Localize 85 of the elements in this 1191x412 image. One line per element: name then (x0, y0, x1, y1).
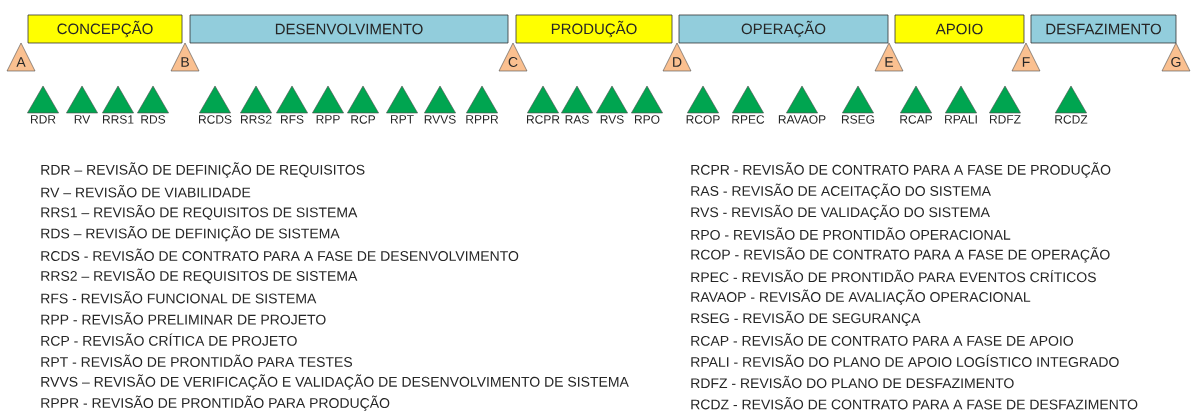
definition-line: RPPR - REVISÃO DE PRONTIDÃO PARA PRODUÇÃO (41, 395, 390, 411)
definition-line: RRS1 – REVISÃO DE REQUISITOS DE SISTEMA (41, 204, 358, 220)
review-triangle (27, 85, 59, 114)
definition-line: RCDS - REVISÃO DE CONTRATO PARA A FASE DE DESENVOLVIMENTO (41, 248, 519, 261)
definition-line: RCDZ - REVISÃO DE CONTRATO PARA A FASE DE DESFAZIMENTO (691, 396, 1138, 410)
review-code: RPALI (945, 115, 977, 124)
milestone-triangle: A (6, 42, 36, 72)
review-triangle (596, 85, 628, 114)
review-code: RV (74, 115, 91, 124)
definition-line: RCAP - REVISÃO DE CONTRATO PARA A FASE DE APOIO (691, 333, 1074, 346)
review-triangle (199, 85, 231, 114)
review-triangle (687, 85, 719, 114)
definition-line: RPP - REVISÃO PRELIMINAR DE PROJETO (41, 312, 326, 325)
review-triangle (732, 85, 764, 114)
review-triangle (1055, 85, 1087, 114)
review-code: RSEG (842, 115, 875, 124)
review-code: RPT (391, 115, 414, 124)
review-code: RAVAOP (778, 115, 826, 124)
phase-box: CONCEPÇÃO (27, 14, 183, 44)
review-code: RCDS (199, 115, 232, 124)
review-code: RPEC (732, 115, 765, 124)
definition-line: RV – REVISÃO DE VIABILIDADE (41, 185, 251, 198)
review-triangle (347, 85, 379, 114)
review-triangle (945, 85, 977, 114)
definition-line: RDS – REVISÃO DE DEFINIÇÃO DE SISTEMA (41, 225, 340, 242)
definition-line: RCPR - REVISÃO DE CONTRATO PARA A FASE DE PRODUÇÃO (691, 162, 1111, 178)
review-code: RAS (565, 115, 589, 124)
milestone-triangle: G (1161, 42, 1191, 72)
milestone-triangle: F (1011, 42, 1041, 72)
review-triangle (631, 85, 663, 114)
review-code: RRS2 (241, 115, 272, 124)
definition-line: RPEC - REVISÃO DE PRONTIDÃO PARA EVENTOS CRÍTICOS (691, 269, 1096, 283)
review-triangle (561, 85, 593, 114)
definition-line: RAS - REVISÃO DE ACEITAÇÃO DO SISTEMA (691, 183, 991, 199)
review-triangle (312, 85, 344, 114)
milestone-triangle: B (170, 42, 200, 72)
review-code: RCDZ (1055, 115, 1088, 124)
milestone-triangle: E (874, 42, 904, 72)
review-triangle (240, 85, 272, 114)
phase-box: APOIO (894, 14, 1025, 44)
definition-line: RCP - REVISÃO CRÍTICA DE PROJETO (41, 333, 297, 346)
review-triangle (424, 85, 456, 114)
review-triangle (842, 85, 874, 114)
milestone-triangle: C (498, 42, 528, 72)
review-triangle (276, 85, 308, 114)
definition-line: RDFZ - REVISÃO DO PLANO DE DESFAZIMENTO (691, 375, 1014, 389)
review-triangle (386, 85, 418, 114)
review-triangle (900, 85, 932, 114)
definition-line: RRS2 – REVISÃO DE REQUISITOS DE SISTEMA (41, 268, 358, 284)
review-code: RCAP (900, 115, 933, 124)
review-triangle (102, 85, 134, 114)
phase-box: PRODUÇÃO (515, 14, 673, 44)
definition-line: RVVS – REVISÃO DE VERIFICAÇÃO E VALIDAÇÃO DE DESENVOLVIMENTO DE SISTEMA (41, 374, 629, 390)
definition-line: RPALI - REVISÃO DO PLANO DE APOIO LOGÍSTICO INTEGRADO (691, 354, 1119, 367)
review-code: RVVS (424, 115, 456, 124)
review-triangle (527, 85, 559, 114)
review-code: RCP (351, 115, 376, 124)
review-code: RDR (31, 115, 56, 124)
definition-line: RFS - REVISÃO FUNCIONAL DE SISTEMA (41, 290, 317, 304)
definition-line: RPT - REVISÃO DE PRONTIDÃO PARA TESTES (41, 354, 353, 367)
phase-box: DESENVOLVIMENTO (189, 14, 509, 44)
definition-line: RCOP - REVISÃO DE CONTRATO PARA A FASE DE OPERAÇÃO (691, 247, 1110, 263)
review-triangle (989, 85, 1021, 114)
definition-line: RVS - REVISÃO DE VALIDAÇÃO DO SISTEMA (691, 204, 990, 220)
review-code: RPO (635, 115, 660, 124)
review-code: RCOP (686, 115, 720, 124)
review-code: RPPR (466, 115, 499, 124)
review-code: RDFZ (990, 115, 1021, 124)
review-triangle (786, 85, 818, 114)
phase-box: DESFAZIMENTO (1030, 14, 1177, 44)
definition-line: RPO - REVISÃO DE PRONTIDÃO OPERACIONAL (691, 227, 1011, 240)
definition-line: RAVAOP - REVISÃO DE AVALIAÇÃO OPERACIONAL (691, 289, 1031, 305)
review-code: RVS (600, 115, 624, 124)
review-code: RRS1 (103, 115, 134, 124)
review-code: RDS (141, 115, 166, 124)
review-code: RPP (316, 115, 340, 124)
milestone-triangle: D (662, 42, 692, 72)
review-triangle (137, 85, 169, 114)
phase-box: OPERAÇÃO (678, 14, 889, 44)
review-triangle (466, 85, 498, 114)
definition-line: RDR – REVISÃO DE DEFINIÇÃO DE REQUISITOS (41, 162, 365, 178)
review-code: RFS (281, 115, 304, 124)
definition-line: RSEG - REVISÃO DE SEGURANÇA (691, 310, 921, 326)
review-triangle (66, 85, 98, 114)
review-code: RCPR (527, 115, 560, 124)
